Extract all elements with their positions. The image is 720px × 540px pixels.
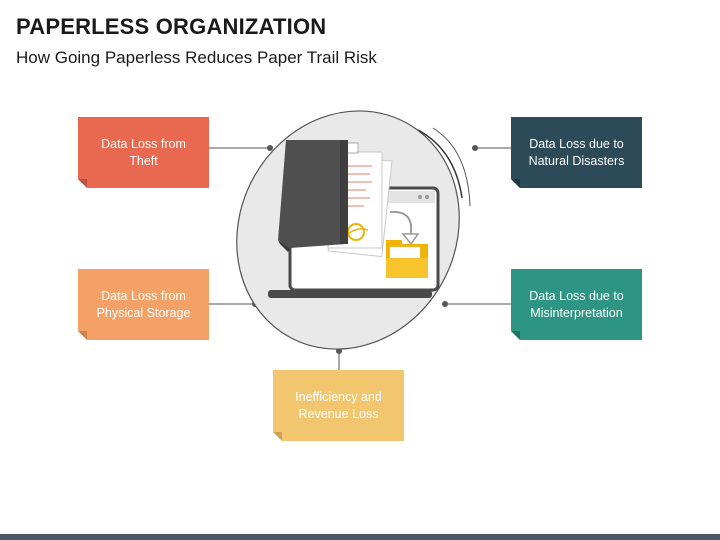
box-label-theft: Data Loss from Theft: [101, 136, 186, 168]
connector-dot-misinterpretation: [442, 301, 448, 307]
box-label-inefficiency: Inefficiency and Revenue Loss: [295, 389, 382, 421]
connector-dot-disasters: [472, 145, 478, 151]
footer-bar: [0, 534, 720, 540]
box-data-loss-natural-disasters: Data Loss due to Natural Disasters: [511, 117, 642, 188]
box-inefficiency-revenue-loss: Inefficiency and Revenue Loss: [273, 370, 404, 441]
box-label-storage: Data Loss from Physical Storage: [96, 288, 191, 320]
page-subtitle: How Going Paperless Reduces Paper Trail …: [16, 48, 377, 67]
page-title: PAPERLESS ORGANIZATION: [16, 14, 327, 39]
box-data-loss-misinterpretation: Data Loss due to Misinterpretation: [511, 269, 642, 340]
box-label-disasters: Data Loss due to Natural Disasters: [528, 136, 625, 168]
box-label-misinterpretation: Data Loss due to Misinterpretation: [529, 288, 624, 320]
box-data-loss-theft: Data Loss from Theft: [78, 117, 209, 188]
connector-dot-theft: [267, 145, 273, 151]
box-data-loss-physical-storage: Data Loss from Physical Storage: [78, 269, 209, 340]
